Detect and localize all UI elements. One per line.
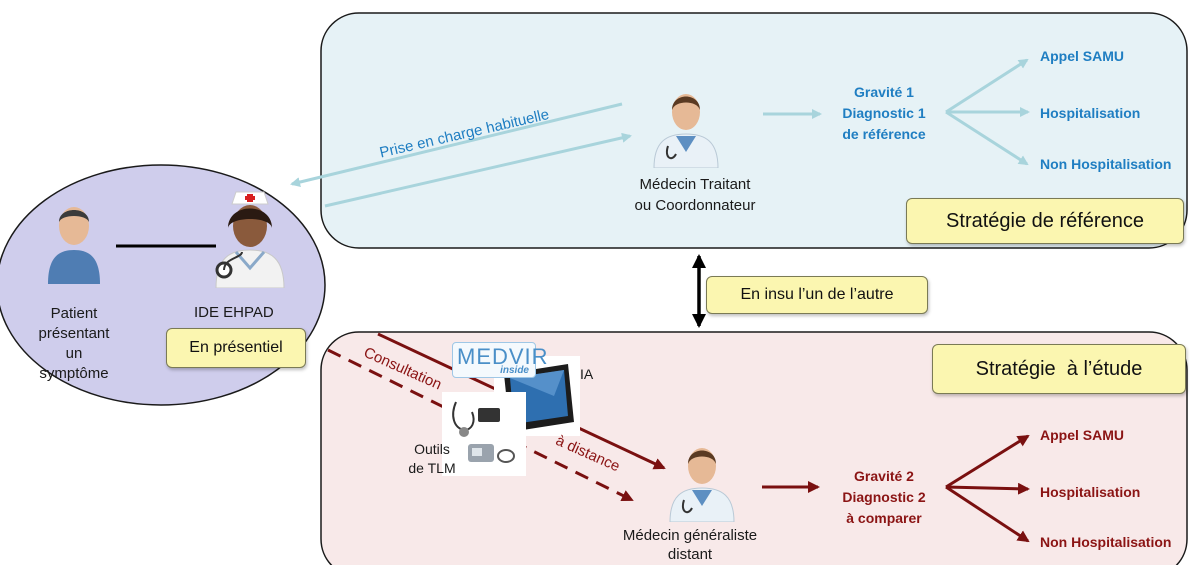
medvir-logo-text: MEDVIR: [457, 344, 549, 369]
blind-badge: En insu l’un de l’autre: [706, 276, 928, 314]
study-arrow-samu: [945, 434, 1030, 489]
patient-label-line: Patient: [50, 305, 98, 322]
reference-outcome-non-hospitalisation: Non Hospitalisation: [1040, 156, 1172, 172]
reference-doctor-label-line: ou Coordonnateur: [634, 197, 756, 214]
reference-panel: [320, 12, 1188, 249]
presentiel-badge: En présentiel: [166, 328, 306, 368]
distant-doctor-label: Médecin généraliste distant: [600, 526, 780, 564]
nurse-icon: [215, 191, 285, 288]
study-result-line: Gravité 2: [854, 468, 914, 484]
study-result-line: à comparer: [846, 510, 922, 526]
reference-strategy-badge: Stratégie de référence: [906, 198, 1184, 244]
medvir-logo: MEDVIR inside: [452, 342, 548, 378]
study-result-line: Diagnostic 2: [842, 489, 926, 505]
patient-label-line: symptôme: [39, 365, 109, 382]
reference-result-line: de référence: [842, 126, 926, 142]
patient-icon: [48, 207, 100, 284]
reference-outcome-hospitalisation: Hospitalisation: [1040, 105, 1141, 121]
reference-arrow-non-hospitalisation: [945, 110, 1029, 166]
reference-result: Gravité 1 Diagnostic 1 de référence: [822, 82, 946, 145]
study-arrow-hospitalisation: [945, 482, 1030, 495]
tools-label-line: de TLM: [408, 460, 456, 476]
tools-label-line: Outils: [414, 441, 450, 457]
tools-label: Outils de TLM: [402, 440, 462, 478]
medvir-logo-subtext: inside: [500, 365, 529, 376]
reference-arrow-samu: [945, 58, 1029, 114]
reference-doctor-label: Médecin Traitant ou Coordonnateur: [610, 174, 780, 216]
distant-doctor-icon: [669, 448, 735, 522]
study-outcome-hospitalisation: Hospitalisation: [1040, 484, 1141, 500]
patient-label-line: un: [65, 345, 83, 362]
reference-doctor-icon: [653, 94, 719, 168]
reference-arrow-to-patient: [290, 102, 623, 187]
study-strategy-badge: Stratégie à l’étude: [932, 344, 1186, 394]
ia-label: IA: [580, 366, 594, 382]
patient-label: Patient présentant un symptôme: [24, 304, 124, 384]
patient-label-line: présentant: [38, 325, 110, 342]
reference-arrow-to-doctor: [324, 132, 632, 208]
telemedicine-tools-icon: [442, 392, 526, 476]
reference-result-line: Diagnostic 1: [842, 105, 926, 121]
distant-doctor-label-line: distant: [667, 546, 713, 563]
nurse-label: IDE EHPAD: [194, 304, 274, 321]
study-outcome-samu: Appel SAMU: [1040, 427, 1124, 443]
study-result: Gravité 2 Diagnostic 2 à comparer: [822, 466, 946, 529]
distant-doctor-label-line: Médecin généraliste: [622, 527, 758, 544]
study-arrow-non-hospitalisation: [945, 485, 1030, 543]
reference-doctor-label-line: Médecin Traitant: [639, 176, 751, 193]
reference-result-line: Gravité 1: [854, 84, 914, 100]
study-outcome-non-hospitalisation: Non Hospitalisation: [1040, 534, 1172, 550]
reference-outcome-samu: Appel SAMU: [1040, 48, 1124, 64]
